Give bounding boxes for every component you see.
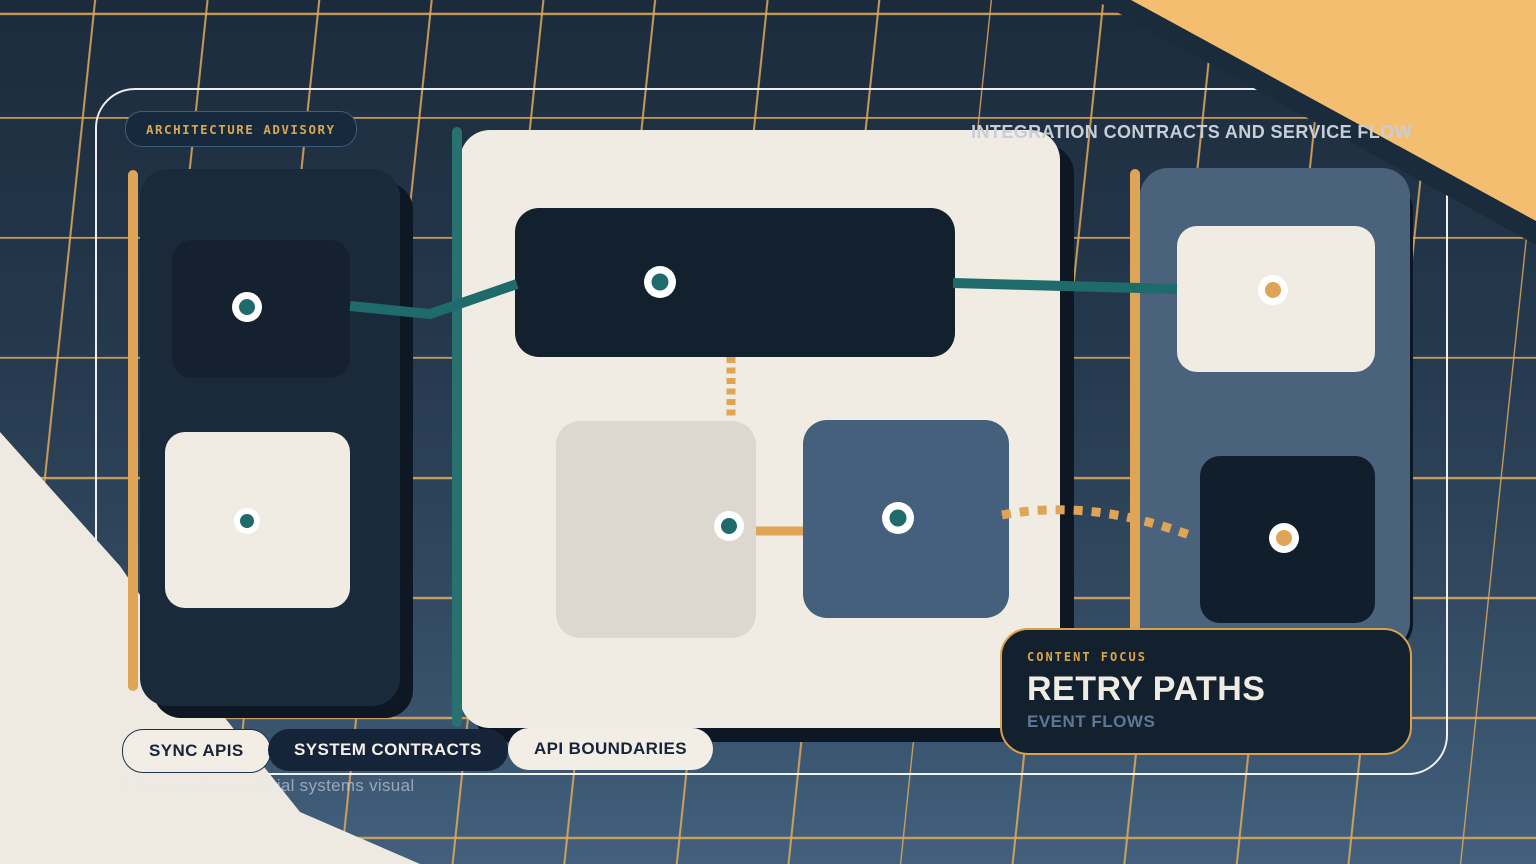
service-node[interactable] — [882, 502, 914, 534]
chip-system-contracts[interactable]: SYSTEM CONTRACTS — [268, 729, 508, 771]
chip-sync-apis[interactable]: SYNC APIS — [122, 729, 271, 773]
architecture-advisory-badge: ARCHITECTURE ADVISORY — [125, 111, 357, 147]
footer-caption: Fit-to-context editorial systems visual — [124, 776, 415, 795]
orange-dashed-connector — [1001, 505, 1194, 541]
right-panel-accent-bar — [1130, 169, 1140, 632]
contract-hub-node[interactable] — [644, 266, 676, 298]
left-top-node[interactable] — [232, 292, 262, 322]
right-top-node[interactable] — [1258, 275, 1288, 305]
badge-label: ARCHITECTURE ADVISORY — [146, 121, 336, 137]
teal-connector-right — [952, 278, 1178, 294]
content-focus-card[interactable]: CONTENT FOCUS RETRY PATHS EVENT FLOWS — [1000, 628, 1412, 755]
left-bottom-node[interactable] — [234, 508, 260, 534]
page-title: INTEGRATION CONTRACTS AND SERVICE FLOW — [971, 122, 1412, 142]
schema-node[interactable] — [714, 511, 744, 541]
right-bottom-node[interactable] — [1269, 523, 1299, 553]
contract-hub-card[interactable] — [515, 208, 955, 357]
left-panel-accent-bar — [128, 170, 138, 691]
rounded-frame-outline — [95, 88, 1448, 775]
teal-connector-left — [349, 279, 519, 319]
chip-label: SYNC APIS — [149, 741, 244, 760]
focus-subtitle: EVENT FLOWS — [1027, 712, 1156, 731]
chip-api-boundaries[interactable]: API BOUNDARIES — [508, 728, 713, 770]
focus-eyebrow: CONTENT FOCUS — [1027, 650, 1147, 664]
chip-label: SYSTEM CONTRACTS — [294, 740, 482, 759]
chip-label: API BOUNDARIES — [534, 739, 687, 758]
focus-title: RETRY PATHS — [1027, 670, 1266, 708]
center-panel-accent-bar — [452, 127, 462, 727]
